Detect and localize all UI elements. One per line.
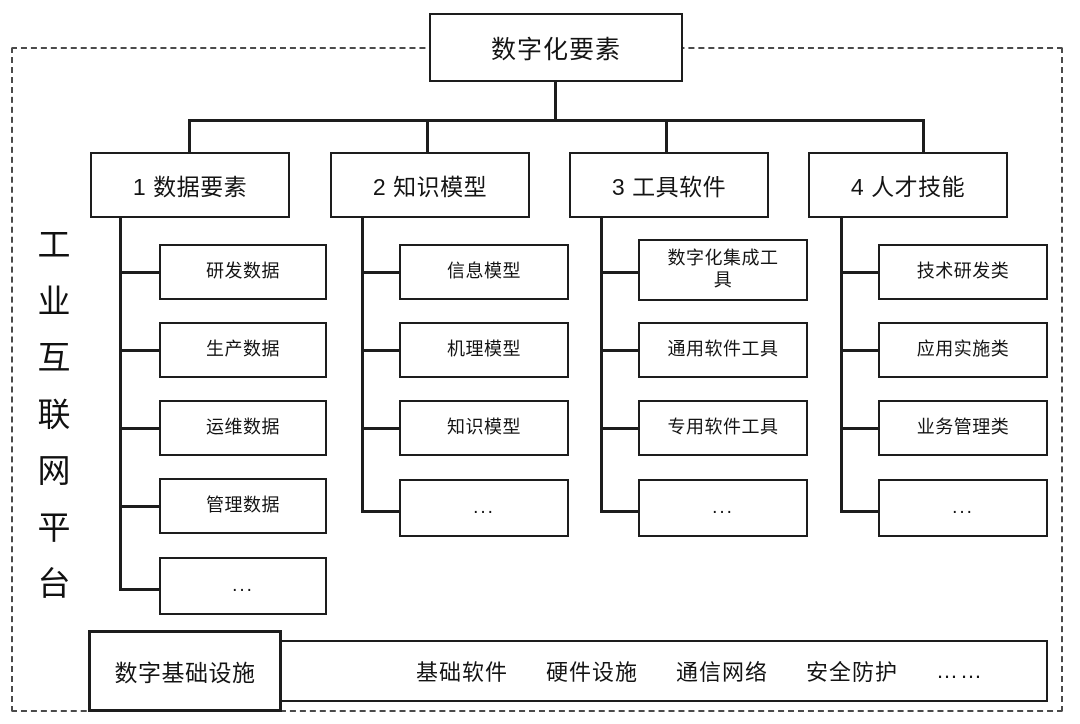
platform-label-char-1: 业 <box>37 282 71 320</box>
connector-bus-to-category-1 <box>188 119 191 152</box>
sub-box-2-1: 信息模型 <box>399 244 569 300</box>
platform-label-char-6: 台 <box>37 565 71 602</box>
sub-box-1-2: 生产数据 <box>159 322 327 378</box>
connector-stub-4-2 <box>840 349 880 352</box>
category-label-2: 2 知识模型 <box>372 174 488 200</box>
connector-stub-1-5 <box>119 588 161 591</box>
connector-bus-to-category-2 <box>426 119 429 152</box>
sub-box-2-2: 机理模型 <box>399 322 569 378</box>
connector-root-drop <box>554 82 557 121</box>
connector-stub-3-3 <box>600 427 640 430</box>
infrastructure-item-0: 基础软件 <box>415 660 508 685</box>
connector-stub-1-2 <box>119 349 161 352</box>
category-label-1: 1 数据要素 <box>132 174 248 200</box>
connector-stub-1-3 <box>119 427 161 430</box>
category-box-2: 2 知识模型 <box>330 152 530 218</box>
connector-spine-1 <box>119 218 122 590</box>
sub-label-2-3: 知识模型 <box>447 417 521 438</box>
connector-stub-2-2 <box>361 349 401 352</box>
infrastructure-label-box: 数字基础设施 <box>88 630 282 712</box>
sub-box-4-1: 技术研发类 <box>878 244 1048 300</box>
infrastructure-item-4: …… <box>936 658 985 683</box>
category-label-3: 3 工具软件 <box>611 174 727 200</box>
connector-stub-3-1 <box>600 271 640 274</box>
connector-stub-4-3 <box>840 427 880 430</box>
connector-stub-3-2 <box>600 349 640 352</box>
connector-root-bus <box>188 119 924 122</box>
root-node-box: 数字化要素 <box>429 13 683 82</box>
category-label-4: 4 人才技能 <box>850 174 966 200</box>
sub-box-3-2: 通用软件工具 <box>638 322 808 378</box>
sub-box-3-1: 数字化集成工具 <box>638 239 808 301</box>
infrastructure-strip: 基础软件 硬件设施 通信网络 安全防护 …… <box>262 640 1048 702</box>
sub-box-2-3: 知识模型 <box>399 400 569 456</box>
platform-label-char-2: 互 <box>37 339 71 376</box>
platform-label-char-5: 平 <box>37 508 71 546</box>
sub-box-3-3: 专用软件工具 <box>638 400 808 456</box>
category-box-1: 1 数据要素 <box>90 152 290 218</box>
sub-label-2-2: 机理模型 <box>447 339 521 360</box>
sub-box-4-3: 业务管理类 <box>878 400 1048 456</box>
sub-box-3-4: ... <box>638 479 808 537</box>
category-box-3: 3 工具软件 <box>569 152 769 218</box>
connector-bus-to-category-3 <box>665 119 668 152</box>
infrastructure-item-2: 通信网络 <box>676 660 769 685</box>
platform-vertical-label: 工 业 互 联 网 平 台 <box>26 228 82 600</box>
sub-label-3-2: 通用软件工具 <box>667 339 779 360</box>
connector-stub-2-4 <box>361 510 401 513</box>
connector-stub-4-1 <box>840 271 880 274</box>
platform-label-char-4: 网 <box>37 452 71 489</box>
sub-label-1-3: 运维数据 <box>206 417 280 438</box>
sub-label-2-1: 信息模型 <box>447 261 521 282</box>
connector-stub-1-1 <box>119 271 161 274</box>
category-box-4: 4 人才技能 <box>808 152 1008 218</box>
sub-box-2-4: ... <box>399 479 569 537</box>
sub-label-4-2: 应用实施类 <box>916 339 1010 360</box>
sub-box-4-4: ... <box>878 479 1048 537</box>
root-node-label: 数字化要素 <box>490 35 621 64</box>
sub-label-3-3: 专用软件工具 <box>667 417 779 438</box>
platform-label-char-3: 联 <box>37 395 71 433</box>
sub-label-3-4: ... <box>712 497 734 519</box>
connector-spine-2 <box>361 218 364 512</box>
sub-box-1-5: ... <box>159 557 327 615</box>
sub-label-4-4: ... <box>952 497 974 519</box>
sub-label-1-2: 生产数据 <box>206 339 280 360</box>
sub-label-1-5: ... <box>232 575 254 597</box>
infrastructure-item-3: 安全防护 <box>806 660 899 685</box>
sub-label-4-3: 业务管理类 <box>916 417 1010 438</box>
sub-box-1-4: 管理数据 <box>159 478 327 534</box>
infrastructure-item-1: 硬件设施 <box>545 660 638 685</box>
connector-bus-to-category-4 <box>922 119 925 152</box>
connector-stub-1-4 <box>119 505 161 508</box>
connector-stub-2-3 <box>361 427 401 430</box>
sub-label-4-1: 技术研发类 <box>916 261 1010 282</box>
connector-stub-4-4 <box>840 510 880 513</box>
sub-label-1-1: 研发数据 <box>206 261 280 282</box>
sub-box-1-3: 运维数据 <box>159 400 327 456</box>
sub-label-1-4: 管理数据 <box>206 495 280 516</box>
connector-stub-2-1 <box>361 271 401 274</box>
platform-label-char-0: 工 <box>37 226 71 263</box>
sub-box-4-2: 应用实施类 <box>878 322 1048 378</box>
connector-spine-4 <box>840 218 843 512</box>
sub-box-1-1: 研发数据 <box>159 244 327 300</box>
sub-label-3-1: 数字化集成工具 <box>667 248 779 290</box>
sub-label-2-4: ... <box>473 497 495 519</box>
connector-stub-3-4 <box>600 510 640 513</box>
connector-spine-3 <box>600 218 603 512</box>
infrastructure-label: 数字基础设施 <box>114 660 256 686</box>
